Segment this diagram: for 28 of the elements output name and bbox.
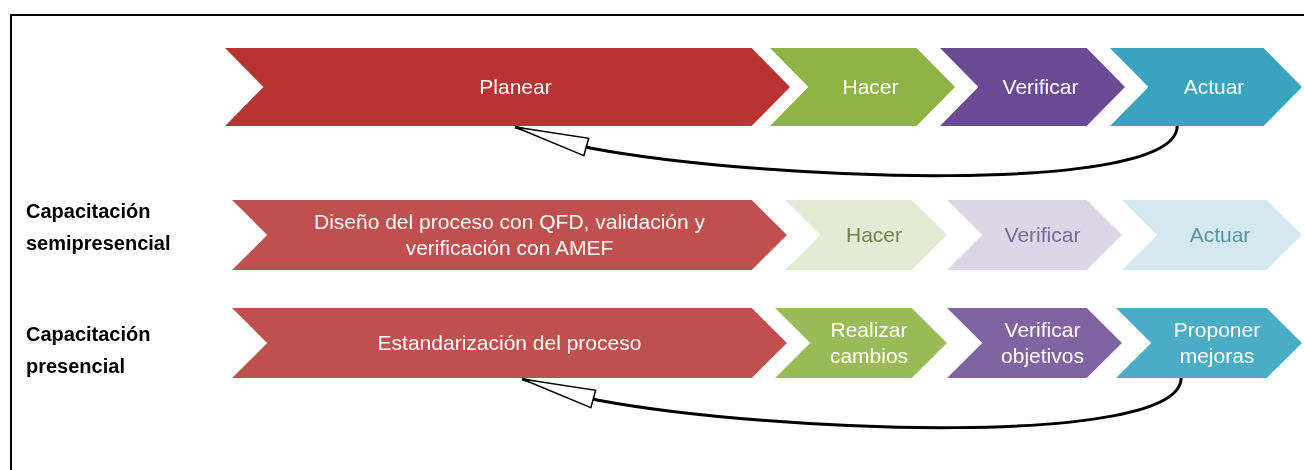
step-label: Realizar cambios: [828, 316, 910, 369]
row-label: Capacitación presencial: [26, 322, 152, 379]
step-label: Verificar objetivos: [1000, 316, 1085, 369]
chevron-step: [225, 48, 790, 126]
step-label: Verificar: [1002, 73, 1079, 100]
chevron-step: [775, 308, 947, 378]
step-label: Hacer: [846, 221, 902, 248]
chevron-step: [940, 48, 1125, 126]
step-label: Proponer mejoras: [1172, 316, 1262, 369]
step-label: Estandarización del proceso: [377, 329, 642, 356]
chevron-step: [232, 308, 787, 378]
chevron-step: [1116, 308, 1302, 378]
curved-arrow: [521, 377, 1183, 430]
row-label: Capacitación semipresencial: [26, 199, 172, 256]
chevron-step: [1110, 48, 1302, 126]
chevron-step: [770, 48, 955, 126]
step-label: Diseño del proceso con QFD, validación y verificación con AMEF: [313, 208, 706, 261]
step-label: Verificar: [1004, 221, 1081, 248]
curved-arrow: [514, 125, 1179, 178]
step-label: Hacer: [842, 73, 899, 100]
step-label: Actuar: [1183, 73, 1245, 100]
chevron-step: [232, 200, 787, 270]
step-label: Actuar: [1189, 221, 1251, 248]
chevron-step: [947, 308, 1122, 378]
chevron-step: [1122, 200, 1302, 270]
chevron-step: [785, 200, 947, 270]
chevron-step: [947, 200, 1122, 270]
step-label: Planear: [479, 73, 552, 100]
